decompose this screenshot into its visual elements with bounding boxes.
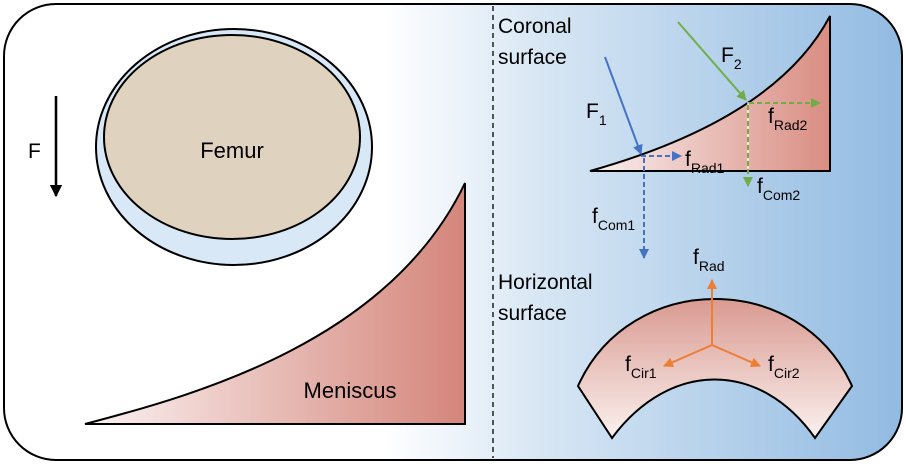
femur-label: Femur — [200, 138, 264, 163]
horizontal-arc — [576, 298, 854, 440]
fRad-label: fRad — [693, 246, 725, 274]
F1-label: F1 — [586, 100, 607, 128]
left-panel: F Femur Meniscus — [28, 28, 466, 425]
F2-arrow — [677, 21, 747, 101]
fRad1-label: fRad1 — [685, 148, 725, 176]
horizontal-section: Horizontal surface fRad fCir1 fCir2 — [498, 246, 854, 440]
femur — [103, 34, 361, 240]
fCir1-arrow — [663, 344, 713, 367]
horizontal-label-line1: Horizontal — [498, 271, 593, 294]
meniscus-label: Meniscus — [304, 378, 397, 403]
fCom1-label: fCom1 — [592, 205, 635, 233]
F1-arrow — [604, 56, 643, 155]
fRad2-label: fRad2 — [768, 105, 808, 133]
fCir1-label: fCir1 — [625, 353, 657, 381]
fCir2-label: fCir2 — [768, 353, 800, 381]
coronal-wedge — [589, 15, 831, 172]
F2-label: F2 — [721, 44, 742, 72]
coronal-section: Coronal surface F1 fRad1 fCom1 F2 fRad2 … — [498, 15, 831, 259]
meniscus — [84, 182, 466, 425]
horizontal-label-line2: surface — [498, 302, 567, 325]
coronal-label-line1: Coronal — [498, 15, 572, 38]
force-label: F — [28, 140, 41, 163]
fCom2-label: fCom2 — [757, 175, 800, 203]
fCir2-arrow — [711, 344, 761, 367]
coronal-label-line2: surface — [498, 46, 567, 69]
